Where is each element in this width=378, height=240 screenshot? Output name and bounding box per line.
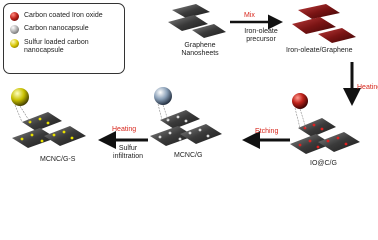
iron-oleate-graphene-label: Iron-oleate/Graphene [286,47,353,54]
legend-label: Sulfur loaded carbon nanocapsule [24,39,89,54]
iron-oleate-graphene-sheets [292,4,356,43]
mcnc-g-sheets [150,110,222,146]
legend-label: Carbon nanocapsule [24,25,89,32]
legend-label: Carbon coated Iron oxide [24,12,103,19]
red-sphere-icon [292,93,308,109]
etching-label: Etching [255,128,279,135]
process-diagram [11,4,361,154]
io-cg-label: IO@C/G [310,160,337,167]
yellow-sphere-icon [11,88,29,106]
heating-label-1: Heating [357,84,378,91]
heating-label-2: Heating [112,126,137,133]
io-cg-sheets [290,118,360,154]
yellow-sphere-icon [10,39,19,48]
mcnc-gs-label: MCNC/G-S [40,156,76,163]
sulfur-infiltration-label: Sulfur infiltration [113,145,143,160]
red-sphere-icon [10,12,19,21]
mcnc-g-label: MCNC/G [174,152,203,159]
graphene-nanosheets-label: Graphene Nanosheets [181,42,219,57]
gray-sphere-icon [10,25,19,34]
gray-sphere-icon [154,87,172,105]
graphene-nanosheets [168,4,226,38]
precursor-label: Iron-oleate precursor [244,28,278,43]
mcnc-gs-sheets [12,112,86,148]
legend-box: Carbon coated Iron oxide Carbon nanocaps… [3,3,125,74]
mix-label: Mix [244,12,255,19]
